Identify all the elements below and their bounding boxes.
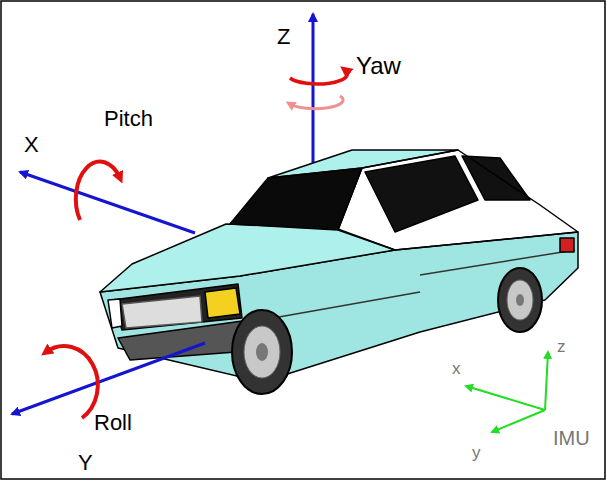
imu-axis-label: y (472, 444, 481, 461)
pitch-arrow (76, 162, 120, 220)
imu-label: IMU (553, 428, 590, 448)
axis-label: Z (277, 26, 290, 48)
yaw-arrow (290, 70, 348, 84)
x-axis (20, 172, 195, 233)
rotation-label: Yaw (356, 54, 401, 78)
car-body (100, 150, 578, 382)
yaw-arrow-back (290, 96, 343, 109)
rotation-label: Roll (94, 412, 132, 434)
rotation-label: Pitch (104, 108, 153, 130)
axis-label: Y (78, 452, 93, 474)
imu-axis-label: z (557, 338, 566, 355)
z-axis (312, 14, 315, 165)
imu-axes (466, 352, 548, 432)
axis-label: X (24, 134, 39, 156)
y-axis (12, 343, 205, 414)
car-wheels (232, 268, 542, 394)
imu-axis-label: x (452, 360, 461, 377)
roll-arrow (46, 346, 98, 418)
